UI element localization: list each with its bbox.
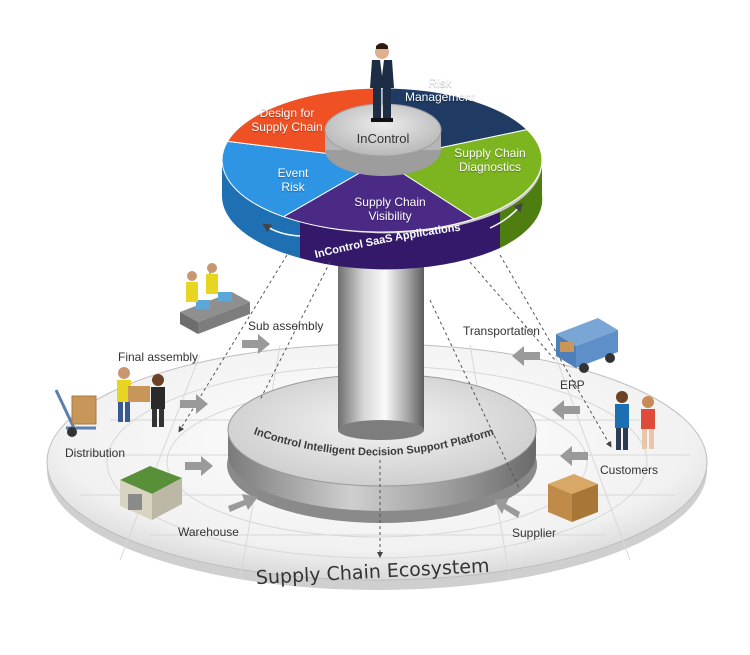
label-erp: ERP	[560, 378, 585, 392]
support-pillar	[338, 250, 424, 430]
warehouse-icon	[120, 466, 182, 520]
delivery-truck-icon	[556, 318, 618, 373]
segment-label-risk-management: Risk Management	[404, 76, 476, 104]
label-final-assembly: Final assembly	[118, 350, 198, 364]
label-distribution: Distribution	[65, 446, 125, 460]
segment-label-supply-chain-visibility: Supply Chain Visibility	[354, 195, 426, 223]
assembly-workers-icon	[180, 263, 250, 334]
customers-icon	[615, 391, 655, 450]
ecosystem-labels: Sub assembly Final assembly Distribution…	[65, 319, 658, 540]
workers-carrying-box-icon	[117, 367, 165, 427]
flow-arrows	[180, 334, 588, 518]
saas-arrow-right	[489, 202, 523, 229]
label-warehouse: Warehouse	[178, 525, 239, 539]
label-supplier: Supplier	[512, 526, 556, 540]
wheel-segment-supply-chain-visibility	[282, 159, 475, 233]
supplier-boxes-icon	[548, 474, 598, 522]
label-customers: Customers	[600, 463, 658, 477]
segment-label-supply-chain-diagnostics: Supply Chain Diagnostics	[454, 146, 526, 174]
hub-label: InControl	[357, 131, 410, 146]
hand-truck-icon	[54, 389, 97, 437]
hub	[324, 103, 442, 176]
segment-label-design-for-supply-chain: Design for Supply Chain	[251, 106, 323, 134]
pillar-base	[338, 420, 424, 440]
businessman-icon	[370, 43, 394, 122]
label-transportation: Transportation	[463, 324, 540, 338]
segment-label-event-risk: Event Risk	[277, 166, 309, 194]
label-sub-assembly: Sub assembly	[248, 319, 323, 333]
saas-arrow-left	[262, 223, 301, 237]
